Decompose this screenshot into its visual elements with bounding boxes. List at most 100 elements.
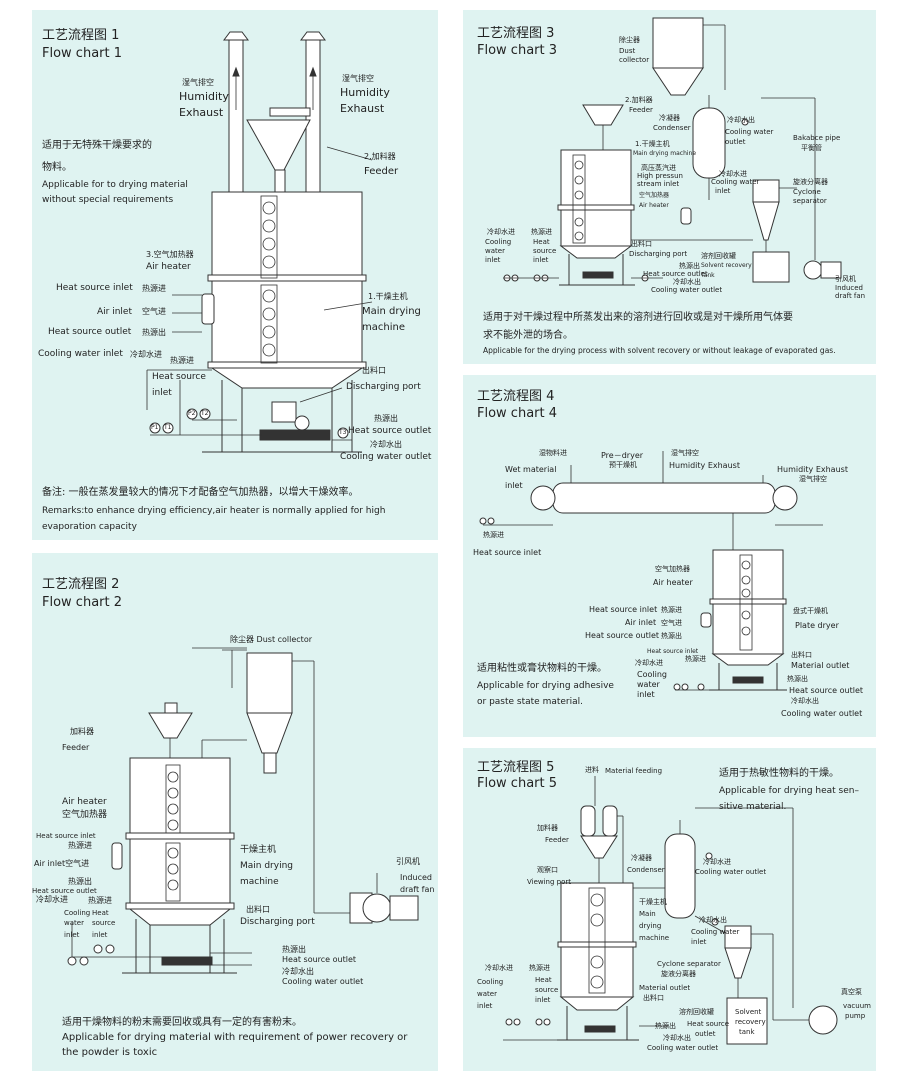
flow1-hs-inlet-en: Heat source inlet [56, 283, 133, 293]
flow4-mat-en: Material outlet [791, 661, 850, 670]
flow2-main-en1: Main drying [240, 861, 294, 871]
flow4-airh-en: Air heater [653, 578, 693, 587]
flow3-lhs-en2: source [533, 247, 557, 255]
flow-chart-4-panel: 工艺流程图 4 Flow chart 4 湿物料进 Wet material i… [463, 375, 876, 737]
flow1-cw-out-en: Cooling water outlet [340, 452, 432, 462]
flow4-desc-en-1: Applicable for drying adhesive [477, 681, 614, 691]
flow5-title-en: Flow chart 5 [477, 776, 558, 791]
flow5-cyc-en: Cyclone separator [657, 960, 721, 968]
flow2-discharge-cn: 出料口 [246, 905, 270, 914]
flow2-cw-inlet-cn: 冷却水进 [36, 895, 68, 904]
flow3-lhs-en3: inlet [533, 256, 549, 264]
flow5-tank-en1: Solvent [735, 1008, 762, 1016]
flow2-cw-en3: inlet [64, 931, 80, 939]
flow3-hp-en2: stream inlet [637, 180, 680, 188]
flow4-hsi2-en: Heat source inlet [647, 648, 699, 655]
flow1-desc-en-2: without special requirements [42, 195, 174, 205]
flow5-main-en1: Main [639, 910, 656, 918]
flow3-air-en: Air heater [639, 202, 669, 209]
flow3-cyc-en1: Cyclone [793, 188, 821, 196]
flow4-cw-en1: Cooling [637, 670, 667, 679]
flow2-air-inlet: Air inlet空气进 [34, 859, 90, 868]
flow5-cw-out-cn: 冷却水出 [663, 1034, 691, 1042]
flow5-mo-en: Material outlet [639, 984, 691, 992]
flow5-hs-out-en2: outlet [695, 1030, 716, 1038]
flow1-hs-outlet-cn: 热源出 [142, 328, 166, 337]
flow2-hs-inlet-en: Heat source inlet [36, 832, 96, 840]
flow3-lhs-cn: 热源进 [531, 228, 552, 236]
flow3-dust-en2: collector [619, 56, 650, 64]
flow2-cw-en2: water [64, 919, 84, 927]
flow5-lhs-en3: inlet [535, 996, 551, 1004]
flow5-hs-out-cn: 热源出 [655, 1022, 676, 1030]
flow1-exhaust-b-cn: 湿气排空 [342, 74, 374, 83]
flow4-hum-en: Humidity Exhaust [669, 461, 740, 470]
flow3-lcw-en3: inlet [485, 256, 501, 264]
flow1-title-en: Flow chart 1 [42, 46, 123, 61]
flow3-tank-en1: Solvent recovery [701, 262, 752, 269]
flow3-lcw-cn: 冷却水进 [487, 228, 515, 236]
flow4-cw-en3: inlet [637, 690, 655, 699]
flow5-lcw-en2: water [477, 990, 497, 998]
flow1-exhaust-b-en2: Exhaust [340, 102, 385, 115]
flow2-air-heater-cn: 空气加热器 [62, 810, 108, 820]
flow5-title-cn: 工艺流程图 5 [477, 760, 555, 775]
flow4-hso2-cn: 热源出 [787, 675, 808, 683]
flow1-remark-en-2: evaporation capacity [42, 522, 137, 532]
flow5-tank-cn: 溶剂回收罐 [679, 1008, 714, 1016]
flow3-dust-en1: Dust [619, 47, 636, 55]
flow3-cw-in-cn: 冷却水进 [719, 170, 747, 178]
flow4-cwo-en: Cooling water outlet [781, 709, 863, 718]
flow1-remark-cn: 备注: 一般在蒸发量较大的情况下才配备空气加热器，以增大干燥效率。 [42, 487, 359, 498]
flow4-desc-cn: 适用粘性或膏状物料的干燥。 [477, 663, 607, 674]
flow5-lhs-en2: source [535, 986, 559, 994]
flow1-air-heater-en: Air heater [146, 262, 191, 272]
flow4-title-cn: 工艺流程图 4 [477, 389, 555, 404]
flow2-desc-cn: 适用干燥物料的粉末需要回收或具有一定的有害粉末。 [62, 1017, 302, 1028]
flow3-cw-out2-en: Cooling water outlet [651, 286, 723, 294]
flow1-air-inlet-en: Air inlet [97, 307, 132, 317]
flow1-title-cn: 工艺流程图 1 [42, 28, 120, 43]
flow4-hso2-en: Heat source outlet [789, 686, 864, 695]
flow1-feeder-cn: 2.加料器 [364, 152, 396, 161]
flow3-cw-out-en2: outlet [725, 138, 746, 146]
flow3-cw-in-en1: Cooling water [711, 178, 760, 186]
flow4-cwo-cn: 冷却水出 [791, 697, 819, 705]
flow5-cwi-en1: Cooling water [691, 928, 740, 936]
flow5-lcw-en3: inlet [477, 1002, 493, 1010]
flow3-condenser-en: Condenser [653, 124, 691, 132]
flow3-cw-out2-cn: 冷却水出 [673, 278, 701, 286]
flow1-main-en2: machine [362, 322, 405, 333]
flow5-cwo-en: Cooling water outlet [695, 868, 767, 876]
flow2-title-cn: 工艺流程图 2 [42, 577, 120, 592]
flow5-cwi-en2: inlet [691, 938, 707, 946]
flow5-hs-out-en1: Heat source [687, 1020, 730, 1028]
flow5-main-en2: drying [639, 922, 662, 930]
flow1-air-inlet-cn: 空气进 [142, 307, 166, 316]
flow4-pre-en: Pre－dryer [601, 451, 644, 460]
flow1-desc-cn-1: 适用于无特殊干燥要求的 [42, 140, 152, 151]
flow5-feeder-cn: 加料器 [537, 824, 558, 832]
flow3-bakabce-en: Bakabce pipe [793, 134, 841, 142]
flow3-bakabce-cn: 平衡管 [801, 144, 822, 152]
flow2-hs-out-cn: 热源出 [282, 945, 306, 954]
flow1-hs-out-en: Heat source outlet [348, 426, 432, 436]
flow1-desc-en-1: Applicable for to drying material [42, 180, 188, 190]
flow3-hp-en1: High pressun [637, 172, 683, 180]
flow5-desc-cn: 适用于热敏性物料的干燥。 [719, 768, 839, 779]
flow1-air-heater-cn: 3.空气加热器 [146, 250, 194, 259]
flow1-feeder-en: Feeder [364, 166, 399, 177]
flow4-ai-en: Air inlet [625, 618, 657, 627]
flow2-title-en: Flow chart 2 [42, 595, 123, 610]
flow3-tank-cn: 溶剂回收罐 [701, 252, 736, 260]
flow-chart-4-diagram [479, 451, 823, 691]
flow2-fan-en2: draft fan [400, 885, 435, 894]
flow2-main-en2: machine [240, 877, 279, 887]
flow4-hum-cn: 湿气排空 [671, 449, 699, 457]
flow1-exhaust-a-cn: 湿气排空 [182, 78, 214, 87]
flow4-wet-en1: Wet material [505, 465, 557, 474]
flow5-cw-out-en: Cooling water outlet [647, 1044, 719, 1052]
flow4-plate-en: Plate dryer [795, 621, 839, 630]
flow3-condenser-cn: 冷凝器 [659, 114, 680, 122]
flow3-feeder-en: Feeder [629, 106, 653, 114]
